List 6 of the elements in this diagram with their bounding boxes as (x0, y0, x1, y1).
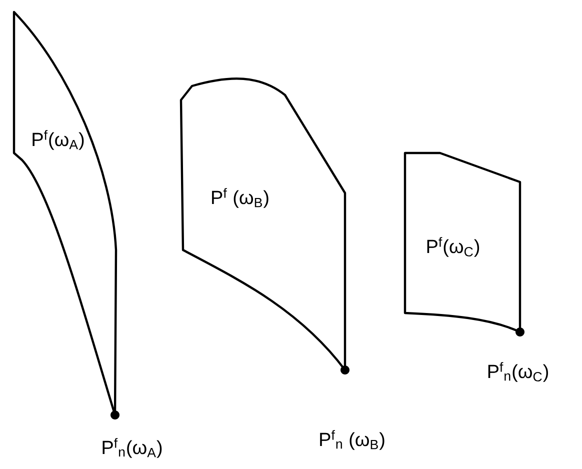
point-label: P$^{f}$$_{n}$(ω$_{A}$) (102, 438, 162, 458)
region-outline: P$^{f}$(ω$_{A}$) (12, 10, 118, 416)
region-outline: P$^{f}$ (ω$_{B}$) (180, 78, 346, 372)
point-label: P$^{f}$$_{n}$ (ω$_{B}$) (320, 430, 384, 450)
point-label: P$^{f}$$_{n}$(ω$_{C}$) (488, 362, 548, 382)
region-outline: P$^{f}$(ω$_{C}$) (404, 152, 522, 334)
